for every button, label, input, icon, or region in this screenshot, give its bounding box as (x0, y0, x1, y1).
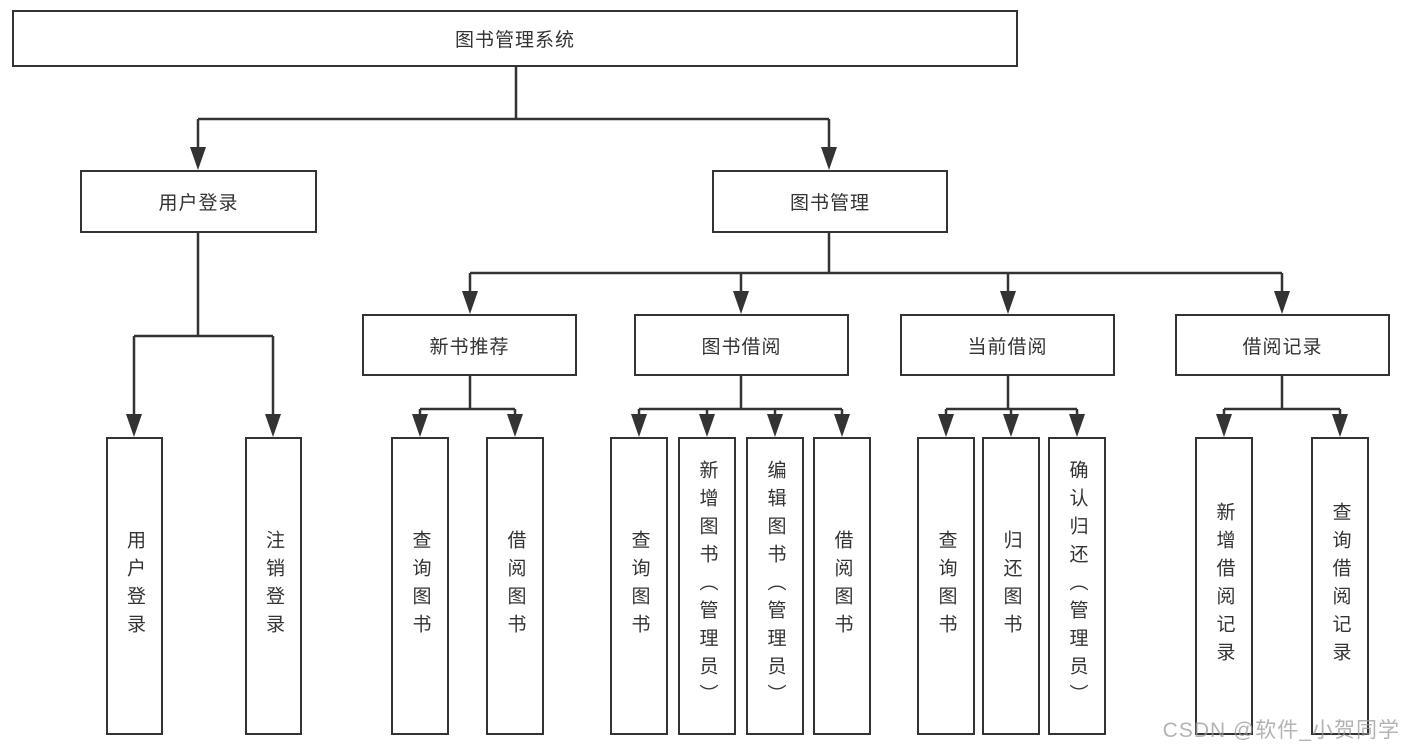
leaf-confirm-return-admin: 确认归还（管理员） (1048, 437, 1106, 735)
node-book-management-module: 图书管理 (712, 170, 948, 233)
node-borrow-records: 借阅记录 (1175, 314, 1390, 376)
leaf-edit-book-admin: 编辑图书（管理员） (746, 437, 804, 735)
leaf-query-books-1: 查询图书 (391, 437, 449, 735)
node-label: 图书借阅 (701, 336, 782, 358)
node-new-book-recommend: 新书推荐 (362, 314, 577, 376)
leaf-query-borrow-record: 查询借阅记录 (1311, 437, 1369, 735)
node-label: 新书推荐 (429, 336, 510, 358)
leaf-add-borrow-record: 新增借阅记录 (1195, 437, 1253, 735)
leaf-query-books-3: 查询图书 (917, 437, 975, 735)
node-label: 用户登录 (158, 193, 239, 214)
leaf-label: 注销登录 (263, 530, 284, 642)
node-current-borrow: 当前借阅 (900, 314, 1115, 376)
leaf-label: 新增借阅记录 (1213, 502, 1235, 670)
leaf-label: 确认归还（管理员） (1066, 460, 1088, 712)
leaf-label: 编辑图书（管理员） (764, 460, 786, 712)
node-book-borrow: 图书借阅 (634, 314, 849, 376)
leaf-label: 查询图书 (935, 530, 957, 642)
node-label: 当前借阅 (967, 336, 1048, 358)
node-user-login-module: 用户登录 (80, 170, 317, 233)
leaf-query-books-2: 查询图书 (610, 437, 668, 735)
leaf-add-book-admin: 新增图书（管理员） (678, 437, 736, 735)
node-label: 图书管理 (789, 193, 870, 214)
node-root-system: 图书管理系统 (12, 10, 1018, 67)
leaf-label: 借阅图书 (504, 530, 526, 642)
leaf-borrow-books-1: 借阅图书 (486, 437, 544, 735)
node-label: 借阅记录 (1242, 336, 1323, 358)
leaf-label: 查询借阅记录 (1329, 502, 1351, 670)
leaf-label: 归还图书 (1000, 530, 1022, 642)
node-root-label: 图书管理系统 (454, 30, 575, 51)
leaf-return-book: 归还图书 (982, 437, 1040, 735)
leaf-label: 查询图书 (628, 530, 650, 642)
leaf-label: 查询图书 (409, 530, 431, 642)
leaf-user-login: 用户登录 (106, 437, 163, 735)
leaf-logout: 注销登录 (245, 437, 302, 735)
leaf-label: 借阅图书 (831, 530, 853, 642)
csdn-watermark: CSDN @软件_小贺同学 (1162, 719, 1400, 742)
leaf-label: 用户登录 (124, 530, 145, 642)
leaf-borrow-books-2: 借阅图书 (813, 437, 871, 735)
leaf-label: 新增图书（管理员） (696, 460, 718, 712)
